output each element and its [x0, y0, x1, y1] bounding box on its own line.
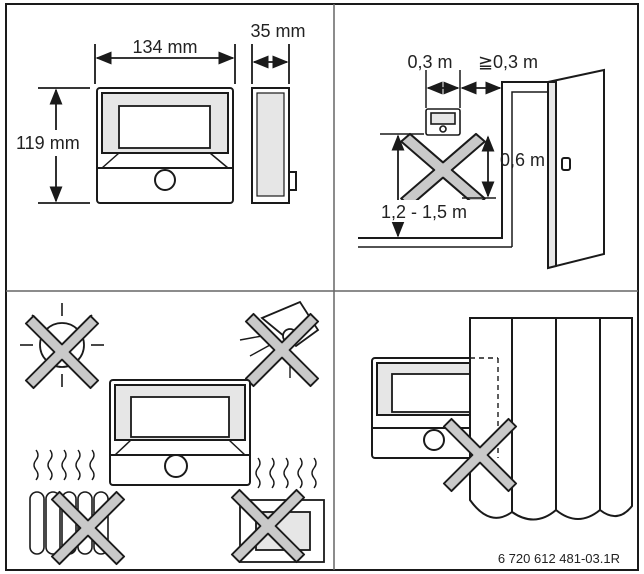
below-label: 0,6 m: [500, 150, 545, 170]
device-front-view: [96, 87, 234, 204]
figure-frame: [5, 3, 639, 571]
side-far-label: ≧0,3 m: [478, 52, 538, 72]
door: [547, 68, 605, 270]
wall-floor-line: [358, 81, 548, 239]
wall-controller: [425, 108, 461, 136]
figure-reference: 6 720 612 481-03.1R: [498, 551, 620, 566]
door-frame: [511, 91, 548, 247]
height-label: 119 mm: [16, 133, 80, 153]
stove-heat-waves: [255, 457, 317, 489]
mounting-height-label: 1,2 - 1,5 m: [381, 202, 467, 222]
width-label: 134 mm: [132, 37, 197, 57]
mounting-height-label-bg: [380, 200, 486, 222]
clearance-panel: 0,3 m ≧0,3 m 0,6 m 1,2 - 1,5 m: [358, 52, 605, 270]
curtain-panel: [371, 317, 633, 521]
curtain-icon: [469, 317, 633, 521]
depth-label: 35 mm: [250, 21, 305, 41]
heat-sources-panel: [20, 300, 325, 566]
device-front-view-large: [109, 379, 251, 486]
radiator-heat-waves: [33, 449, 95, 481]
device-side-view: [251, 87, 297, 204]
dimensions-panel: 134 mm 35 mm 119 mm: [16, 21, 306, 204]
side-near-label: 0,3 m: [407, 52, 452, 72]
no-obstruction-below-cross: [400, 132, 486, 208]
